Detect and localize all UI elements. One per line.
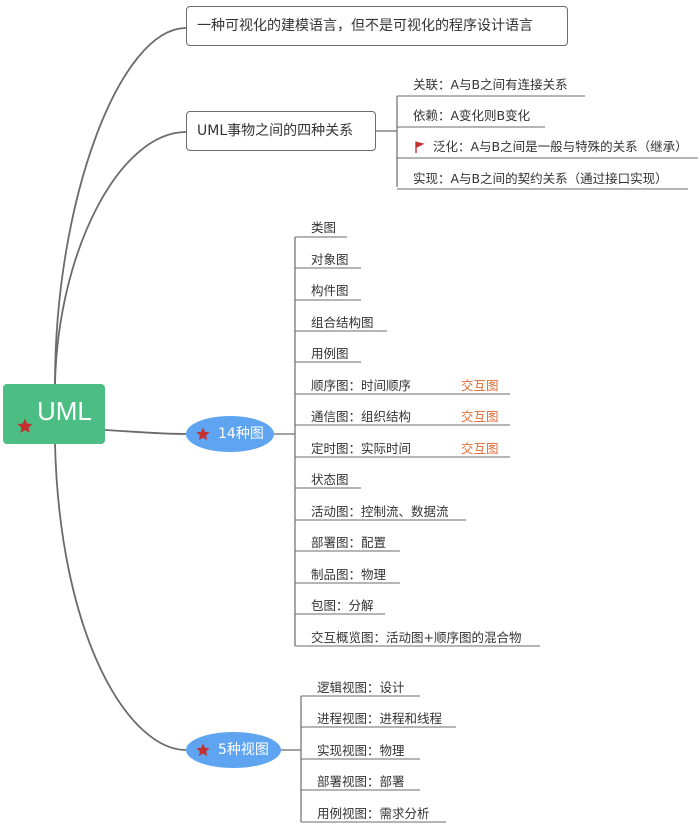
root-label: UML	[37, 396, 92, 426]
flag-icon	[415, 141, 425, 153]
diagram-use-case[interactable]: 用例图	[311, 346, 349, 361]
view-use-case[interactable]: 用例视图：需求分析	[317, 806, 430, 821]
relation-dependency[interactable]: 依赖：A变化则B变化	[413, 108, 531, 123]
relation-association[interactable]: 关联：A与B之间有连接关系	[413, 77, 568, 92]
diagram-package[interactable]: 包图：分解	[311, 598, 374, 613]
diagram-deployment[interactable]: 部署图：配置	[311, 535, 387, 550]
diagram-component[interactable]: 构件图	[311, 283, 349, 298]
view-process[interactable]: 进程视图：进程和线程	[317, 711, 443, 726]
relation-realization[interactable]: 实现：A与B之间的契约关系（通过接口实现）	[413, 171, 668, 186]
diagram-communication[interactable]: 通信图：组织结构	[311, 409, 412, 424]
relations-node[interactable]: UML事物之间的四种关系	[186, 111, 376, 151]
root-node-uml[interactable]: UML	[3, 384, 105, 444]
interaction-tag[interactable]: 交互图	[461, 441, 499, 456]
description-node[interactable]: 一种可视化的建模语言，但不是可视化的程序设计语言	[186, 6, 568, 46]
relation-generalization[interactable]: 泛化：A与B之间是一般与特殊的关系（继承）	[433, 139, 688, 154]
diagram-state[interactable]: 状态图	[311, 472, 349, 487]
star-icon	[17, 418, 33, 433]
diagram-composite-structure[interactable]: 组合结构图	[311, 315, 374, 330]
view-implementation[interactable]: 实现视图：物理	[317, 743, 405, 758]
view-deployment[interactable]: 部署视图：部署	[317, 774, 405, 789]
diagram-artifact[interactable]: 制品图：物理	[311, 567, 387, 582]
diagram-activity[interactable]: 活动图：控制流、数据流	[311, 504, 449, 519]
star-icon	[196, 427, 210, 441]
views-node[interactable]: 5种视图	[186, 732, 281, 768]
diagram-sequence[interactable]: 顺序图：时间顺序	[311, 378, 412, 393]
diagram-class[interactable]: 类图	[311, 220, 337, 235]
diagram-interaction-overview[interactable]: 交互概览图：活动图+顺序图的混合物	[311, 630, 522, 645]
diagram-object[interactable]: 对象图	[311, 252, 349, 267]
views-label: 5种视图	[218, 742, 269, 758]
diagrams-label: 14种图	[218, 426, 264, 442]
interaction-tag[interactable]: 交互图	[461, 378, 499, 393]
star-icon	[196, 743, 210, 757]
interaction-tag[interactable]: 交互图	[461, 409, 499, 424]
diagram-timing[interactable]: 定时图：实际时间	[311, 441, 412, 456]
diagrams-node[interactable]: 14种图	[186, 416, 274, 452]
view-logical[interactable]: 逻辑视图：设计	[317, 680, 405, 695]
